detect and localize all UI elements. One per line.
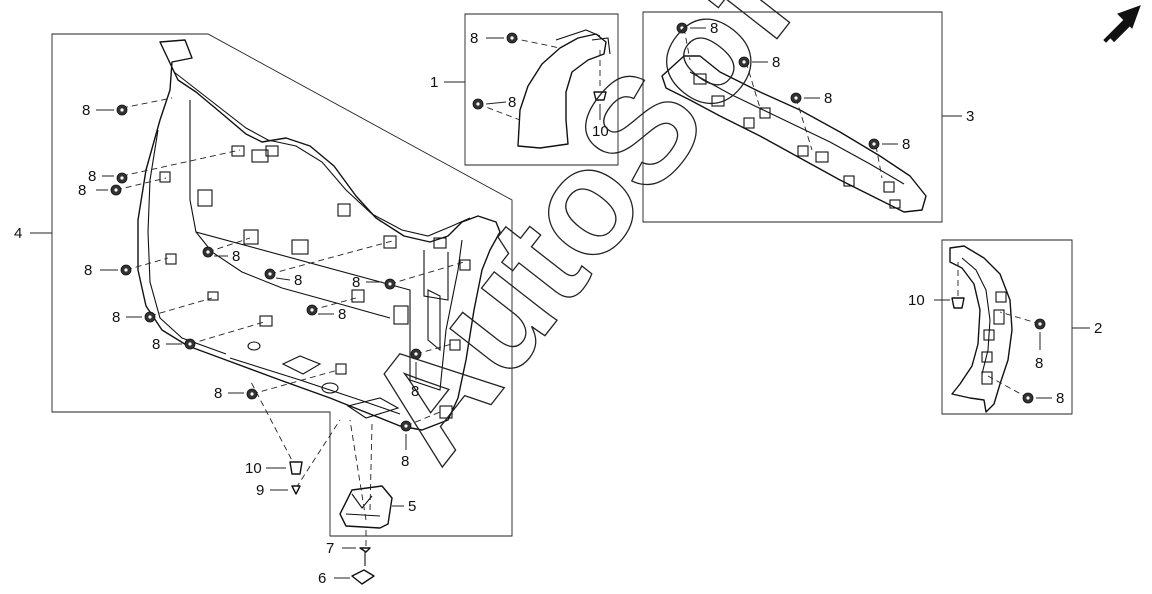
leader-lines — [30, 27, 1090, 579]
callout-8: 8 — [88, 168, 96, 185]
callout-8: 8 — [294, 272, 302, 289]
callout-8: 8 — [1035, 355, 1043, 372]
callouts: 4 1 3 2 5 7 6 9 10 10 10 8 8 8 8 8 8 8 8… — [14, 20, 1102, 587]
callout-8: 8 — [470, 30, 478, 47]
callout-8: 8 — [401, 453, 409, 470]
callout-1: 1 — [430, 74, 438, 91]
callout-10-upper: 10 — [592, 123, 609, 140]
callout-7: 7 — [326, 540, 334, 557]
cover-part-5 — [339, 485, 393, 529]
frame-part-2 — [941, 239, 1073, 415]
callout-8: 8 — [902, 136, 910, 153]
callout-9: 9 — [256, 482, 264, 499]
assembly-lines — [115, 27, 1041, 546]
callout-8: 8 — [232, 248, 240, 265]
frame-part-1 — [464, 13, 619, 166]
callout-8: 8 — [112, 309, 120, 326]
callout-10-right: 10 — [908, 292, 925, 309]
callout-8: 8 — [78, 182, 86, 199]
callout-8: 8 — [338, 306, 346, 323]
frame-part-4 — [51, 33, 513, 537]
upper-garnish-part-3 — [661, 55, 927, 213]
fastener-10 — [289, 91, 965, 475]
arrow-northeast-icon — [1103, 5, 1141, 43]
screw-part-7 — [359, 547, 371, 566]
group-frames — [51, 11, 1073, 537]
callout-10-lower: 10 — [245, 460, 262, 477]
pillar-garnish-part-1 — [517, 29, 611, 149]
callout-8: 8 — [508, 94, 516, 111]
callout-8: 8 — [824, 90, 832, 107]
callout-3: 3 — [966, 108, 974, 125]
side-garnish-part-2 — [949, 245, 1013, 413]
callout-8: 8 — [352, 274, 360, 291]
fasteners — [110, 22, 1046, 495]
callout-8: 8 — [710, 20, 718, 37]
callout-8: 8 — [411, 383, 419, 400]
callout-5: 5 — [408, 498, 416, 515]
frame-part-3 — [642, 11, 943, 223]
callout-2: 2 — [1094, 320, 1102, 337]
callout-8: 8 — [1056, 390, 1064, 407]
callout-8: 8 — [214, 385, 222, 402]
callout-8: 8 — [84, 262, 92, 279]
fastener-9 — [291, 485, 301, 495]
clip-part-6 — [351, 569, 375, 585]
callout-6: 6 — [318, 570, 326, 587]
callout-4: 4 — [14, 225, 22, 242]
callout-8: 8 — [82, 102, 90, 119]
callout-8: 8 — [772, 54, 780, 71]
callout-8: 8 — [152, 336, 160, 353]
